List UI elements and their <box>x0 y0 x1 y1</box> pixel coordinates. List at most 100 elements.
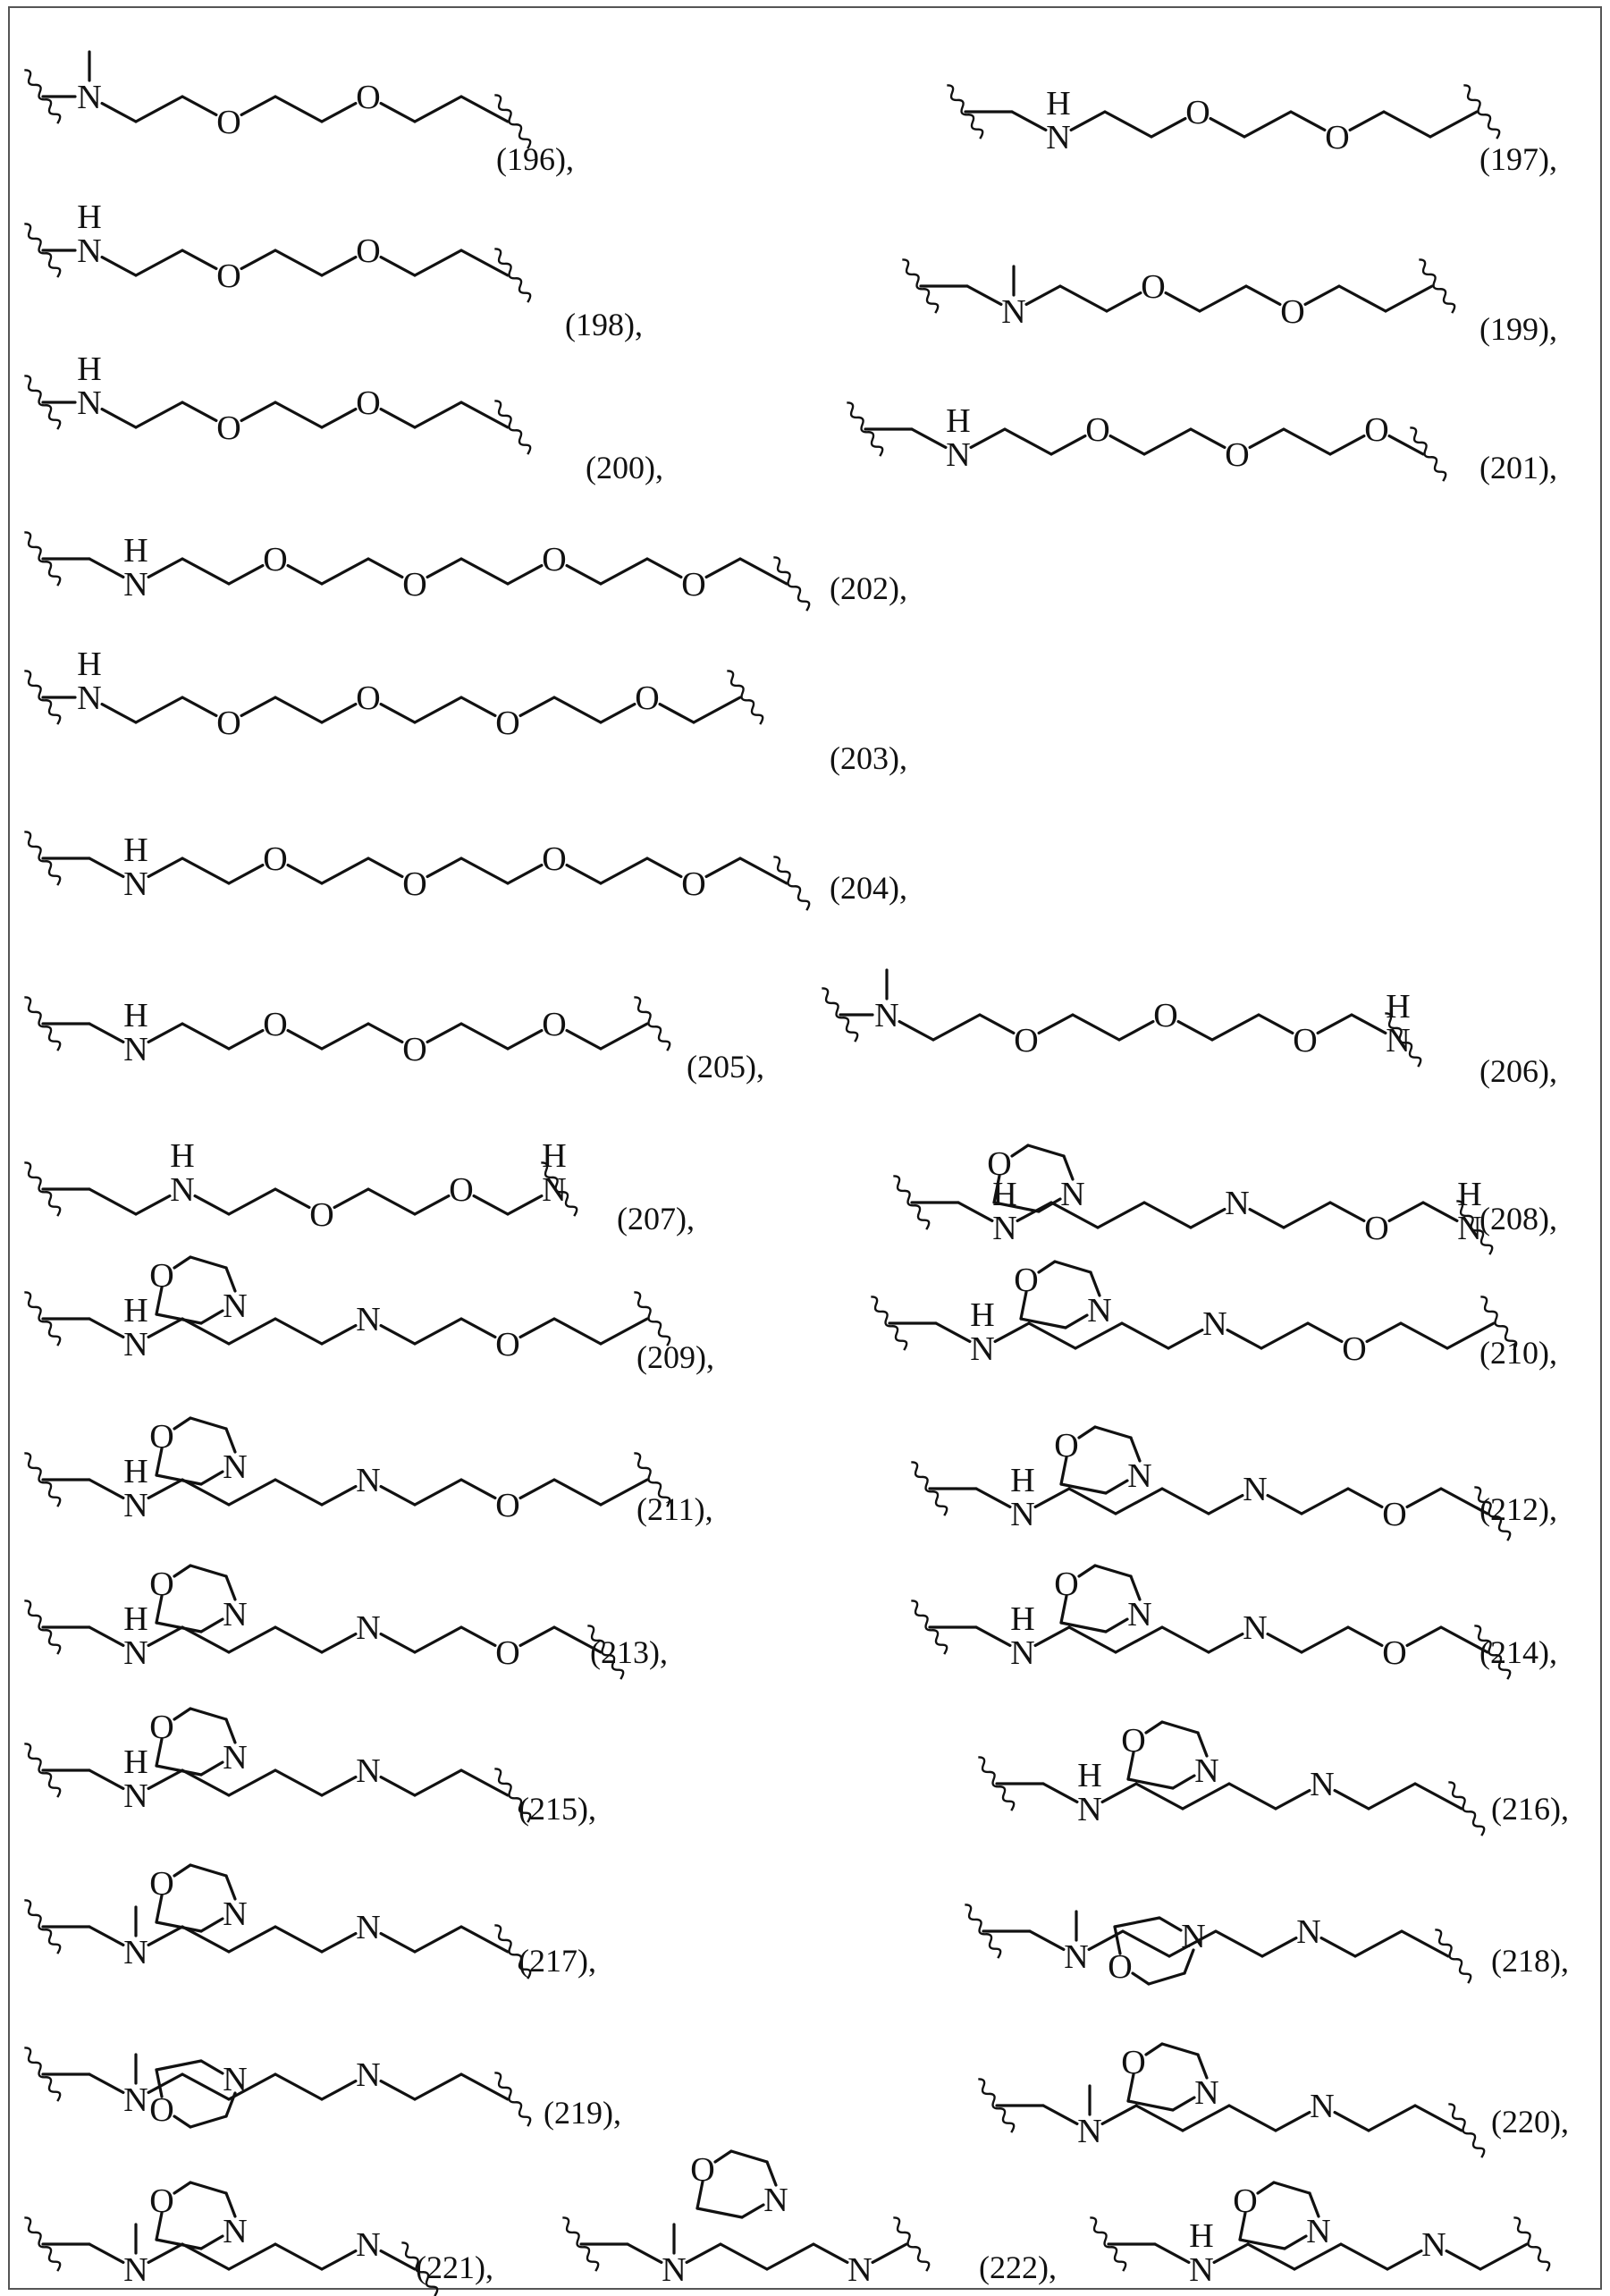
chain-bond <box>229 566 263 584</box>
chain-bond <box>520 1319 554 1337</box>
atom-n: N <box>223 1895 247 1933</box>
chain-bond <box>1209 1634 1243 1652</box>
chain-bond <box>415 1196 449 1214</box>
atom-o: O <box>356 384 380 422</box>
ring-bond <box>201 2236 223 2249</box>
ring-bond <box>1162 2044 1198 2055</box>
chain-bond <box>368 559 402 577</box>
atom-o: O <box>1014 1262 1038 1299</box>
chain-bond <box>322 2081 356 2099</box>
chain-bond <box>1284 429 1330 454</box>
atom-h: H <box>123 1600 148 1638</box>
atom-o: O <box>1108 1948 1132 1986</box>
compound-number: (206), <box>1479 1053 1557 1089</box>
chain-bond <box>322 1777 356 1795</box>
structure-215: NHNON(215), <box>21 1709 596 1827</box>
chain-bond <box>275 1770 322 1795</box>
atom-o: O <box>149 2182 173 2220</box>
atom-o: O <box>635 680 659 717</box>
chain-bond <box>958 1203 992 1220</box>
chain-bond <box>1259 1015 1293 1033</box>
chain-bond <box>980 1015 1014 1033</box>
chain-bond <box>89 1927 123 1945</box>
chain-bond <box>195 1196 229 1214</box>
chain-bond <box>933 1015 980 1040</box>
atom-o: O <box>690 2151 714 2189</box>
chain-bond <box>1073 1015 1119 1040</box>
figure-border <box>9 7 1601 2289</box>
ring-bond <box>1095 1566 1131 1576</box>
atom-o: O <box>1233 2182 1257 2220</box>
ring-bond <box>1055 1262 1091 1272</box>
chain-bond <box>368 858 402 876</box>
chain-bond <box>967 286 1001 304</box>
chain-bond <box>381 1634 415 1652</box>
chain-bond <box>520 1480 554 1498</box>
chain-bond <box>182 1770 229 1795</box>
atom-o: O <box>1153 997 1177 1034</box>
wavy-terminal <box>1432 1928 1474 1983</box>
atom-n: N <box>123 1634 148 1672</box>
atom-n: N <box>1127 1596 1151 1633</box>
atom-n: N <box>223 1739 247 1777</box>
chain-bond <box>1071 112 1105 130</box>
chain-bond <box>148 858 182 876</box>
chain-bond <box>89 858 123 876</box>
atom-o: O <box>1293 1022 1317 1059</box>
chain-bond <box>1229 2106 1276 2131</box>
chain-bond <box>660 705 694 722</box>
chain-bond <box>1355 1931 1402 1956</box>
chain-bond <box>322 257 356 275</box>
chain-bond <box>427 858 461 876</box>
atom-n: N <box>1194 1752 1218 1790</box>
ring-bond <box>174 2116 190 2127</box>
structure-198: NHOO(198), <box>21 198 643 342</box>
compound-number: (204), <box>830 870 907 906</box>
chain-bond <box>1043 2106 1077 2123</box>
structure-201: NHOOO(201), <box>844 401 1557 485</box>
compound-number: (215), <box>518 1791 596 1827</box>
atom-n: N <box>77 232 101 270</box>
chain-bond <box>1262 1938 1296 1956</box>
atom-o: O <box>1364 1210 1388 1247</box>
chain-bond <box>1423 1203 1457 1220</box>
atom-n: N <box>847 2251 872 2289</box>
structure-207: NHOONH(207), <box>21 1137 695 1237</box>
chain-bond <box>1284 1203 1330 1228</box>
atom-n: N <box>763 2182 788 2219</box>
chain-bond <box>1430 112 1477 137</box>
atom-h: H <box>1010 1600 1034 1638</box>
atom-o: O <box>1141 268 1165 306</box>
chain-bond <box>322 705 356 722</box>
chain-bond <box>1043 1784 1077 1802</box>
atom-o: O <box>1225 436 1249 474</box>
atom-n: N <box>970 1330 994 1368</box>
atom-n: N <box>77 79 101 116</box>
chain-bond <box>1348 1489 1382 1507</box>
chain-bond <box>381 1934 415 1952</box>
chain-bond <box>554 697 601 722</box>
compound-number: (207), <box>617 1201 695 1237</box>
compound-number: (210), <box>1479 1335 1557 1371</box>
wavy-terminal <box>1461 83 1503 139</box>
chain-bond <box>322 858 368 883</box>
chain-bond <box>136 402 182 427</box>
chain-bond <box>1305 286 1339 304</box>
atom-o: O <box>495 705 519 742</box>
chain-bond <box>1244 112 1291 137</box>
ring-bond <box>742 2205 763 2217</box>
chain-bond <box>1276 2113 1310 2131</box>
atom-n: N <box>356 1609 380 1647</box>
structure-199: NOO(199), <box>899 257 1557 347</box>
chain-bond <box>288 865 322 883</box>
chain-bond <box>182 402 216 420</box>
chain-bond <box>381 257 415 275</box>
chain-bond <box>1330 436 1364 454</box>
ring-bond <box>1149 1973 1184 1984</box>
chain-bond <box>1030 1931 1064 1949</box>
ring-bond <box>1258 2182 1274 2193</box>
chain-bond <box>1229 1784 1276 1809</box>
atom-n: N <box>223 2213 247 2250</box>
atom-n: N <box>77 680 101 717</box>
